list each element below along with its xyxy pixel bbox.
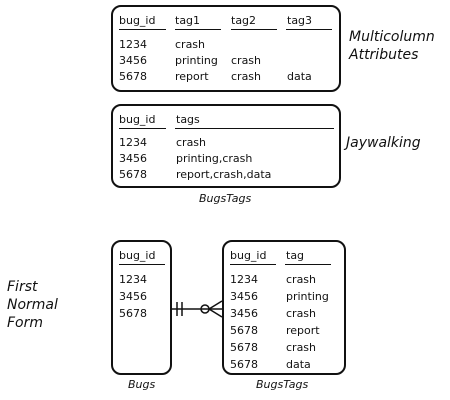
bugstags-cell: 3456 xyxy=(230,307,258,320)
bugstags-table xyxy=(222,240,346,375)
multicolumn-cell: 1234 xyxy=(119,38,147,51)
bugs-table xyxy=(111,240,172,375)
first-normal-form-line2: Normal xyxy=(7,297,58,313)
multicolumn-header-rule-tag3 xyxy=(286,29,332,30)
crow-foot-top xyxy=(208,300,223,310)
bugstags-cell: 1234 xyxy=(230,273,258,286)
multicolumn-cell: data xyxy=(287,70,312,83)
multicolumn-header-rule-bugid xyxy=(119,29,166,30)
multicolumn-header-rule-tag2 xyxy=(231,29,277,30)
multicolumn-cell: report xyxy=(175,70,209,83)
multicolumn-table xyxy=(111,5,341,92)
first-normal-form-label: First Normal Form xyxy=(7,278,58,332)
crow-foot-bottom xyxy=(208,308,223,318)
jaywalking-header-tags: tags xyxy=(176,113,200,126)
bugstags-cell: report xyxy=(286,324,320,337)
jaywalking-caption: BugsTags xyxy=(199,192,252,205)
bugstags-cell: 5678 xyxy=(230,341,258,354)
bugstags-header-rule-tag xyxy=(285,264,331,265)
multicolumn-header-tag3: tag3 xyxy=(287,14,313,27)
jaywalking-header-rule-tags xyxy=(175,128,334,129)
jaywalking-label: Jaywalking xyxy=(346,135,421,151)
jaywalking-table xyxy=(111,104,341,188)
bugs-caption: Bugs xyxy=(128,378,156,391)
multicolumn-header-rule-tag1 xyxy=(175,29,221,30)
jaywalking-cell: printing,crash xyxy=(176,152,253,165)
bugstags-cell: 3456 xyxy=(230,290,258,303)
multicolumn-label: Multicolumn Attributes xyxy=(349,28,435,64)
bugstags-header-rule-bugid xyxy=(230,264,276,265)
bugstags-cell: crash xyxy=(286,273,317,286)
jaywalking-cell: crash xyxy=(176,136,207,149)
jaywalking-cell: report,crash,data xyxy=(176,168,272,181)
first-normal-form-line3: Form xyxy=(7,315,44,331)
multicolumn-header-tag1: tag1 xyxy=(175,14,201,27)
jaywalking-header-rule-bugid xyxy=(119,128,166,129)
multicolumn-label-line2: Attributes xyxy=(349,47,419,63)
bugstags-cell: 5678 xyxy=(230,358,258,371)
bugstags-caption: BugsTags xyxy=(256,378,309,391)
multicolumn-cell: printing xyxy=(175,54,218,67)
bugs-header-rule xyxy=(119,264,165,265)
bugstags-header-tag: tag xyxy=(286,249,305,262)
bugstags-header-bug-id: bug_id xyxy=(230,249,267,262)
first-normal-form-line1: First xyxy=(7,279,38,295)
multicolumn-cell: crash xyxy=(231,54,262,67)
bugstags-cell: crash xyxy=(286,341,317,354)
multicolumn-cell: 5678 xyxy=(119,70,147,83)
bugstags-cell: crash xyxy=(286,307,317,320)
jaywalking-cell: 3456 xyxy=(119,152,147,165)
multicolumn-cell: crash xyxy=(175,38,206,51)
bugstags-cell: printing xyxy=(286,290,329,303)
bugs-cell: 1234 xyxy=(119,273,147,286)
bugs-cell: 5678 xyxy=(119,307,147,320)
multicolumn-header-bug-id: bug_id xyxy=(119,14,156,27)
bugs-cell: 3456 xyxy=(119,290,147,303)
jaywalking-cell: 5678 xyxy=(119,168,147,181)
bugstags-cell: data xyxy=(286,358,311,371)
multicolumn-label-line1: Multicolumn xyxy=(349,29,435,45)
jaywalking-header-bug-id: bug_id xyxy=(119,113,156,126)
bugs-header-bug-id: bug_id xyxy=(119,249,156,262)
bugstags-cell: 5678 xyxy=(230,324,258,337)
multicolumn-cell: 3456 xyxy=(119,54,147,67)
jaywalking-cell: 1234 xyxy=(119,136,147,149)
multicolumn-cell: crash xyxy=(231,70,262,83)
multicolumn-header-tag2: tag2 xyxy=(231,14,257,27)
